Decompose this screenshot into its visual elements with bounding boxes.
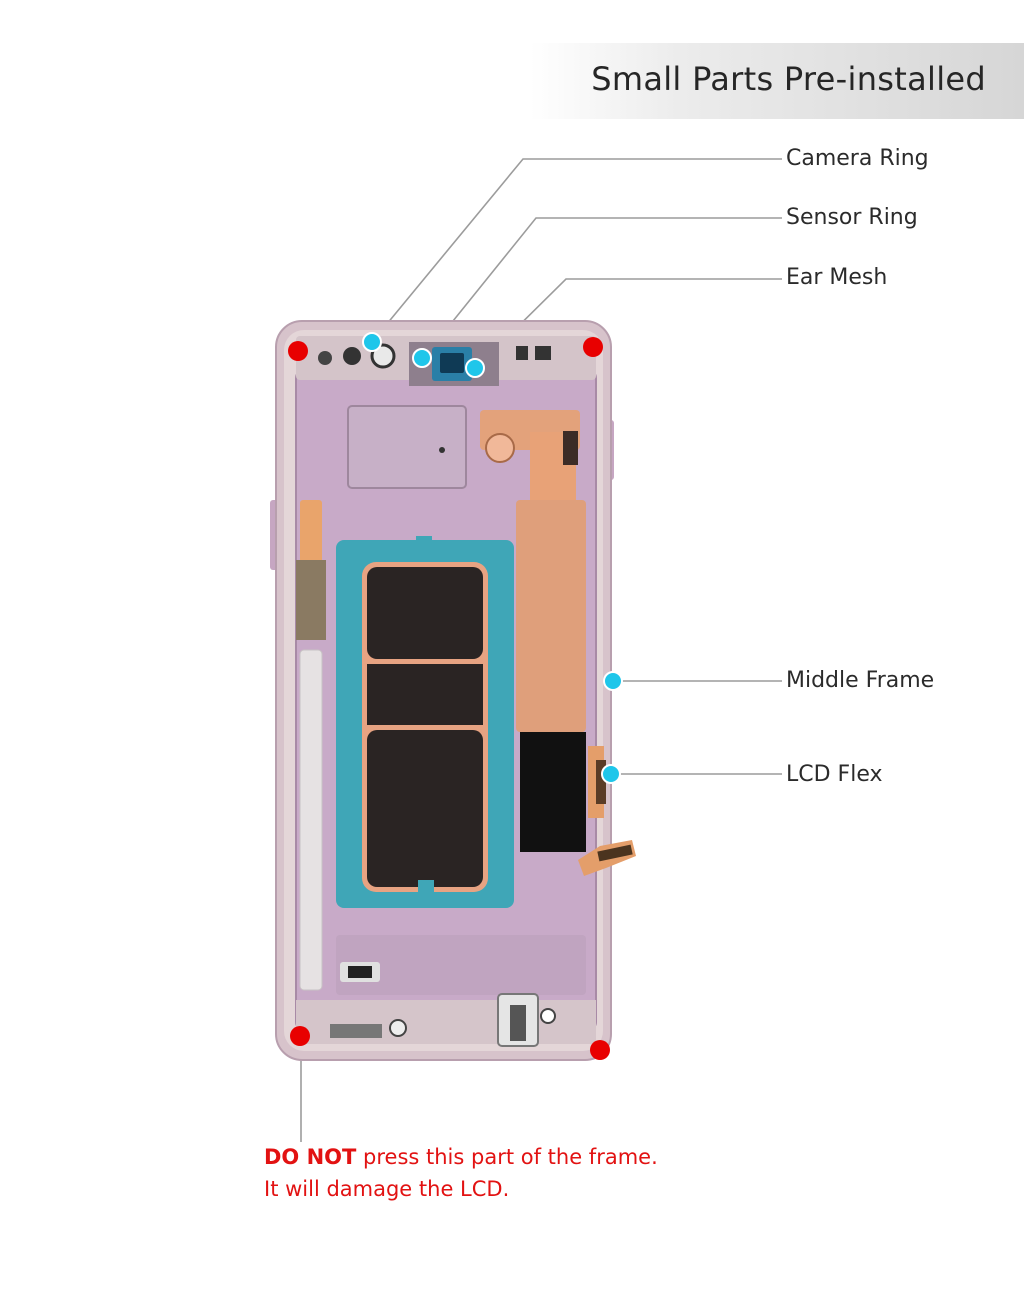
warning-note: DO NOT press this part of the frame. It … — [264, 1141, 658, 1205]
callout-dot-sensor-ring — [413, 349, 431, 367]
callout-dot-middle-frame — [604, 672, 622, 690]
callout-dot-lcd-flex — [602, 765, 620, 783]
warning-line-2: It will damage the LCD. — [264, 1173, 658, 1205]
pressure-point-dot — [590, 1040, 610, 1060]
callout-middle-frame: Middle Frame — [786, 668, 934, 693]
lcd-flex-part — [520, 732, 586, 852]
callout-ear-mesh: Ear Mesh — [786, 265, 887, 290]
phone-frame-illustration — [270, 321, 636, 1060]
leader-camera-ring — [372, 159, 782, 342]
callout-camera-ring: Camera Ring — [786, 146, 929, 171]
pressure-point-dot — [583, 337, 603, 357]
warning-emphasis: DO NOT — [264, 1145, 356, 1169]
callout-dot-camera-ring — [363, 333, 381, 351]
callout-sensor-ring: Sensor Ring — [786, 205, 918, 230]
pressure-point-dot — [288, 341, 308, 361]
callout-lcd-flex: LCD Flex — [786, 762, 883, 787]
callout-dot-ear-mesh — [466, 359, 484, 377]
pressure-point-dot — [290, 1026, 310, 1046]
warning-line-1: press this part of the frame. — [356, 1145, 657, 1169]
